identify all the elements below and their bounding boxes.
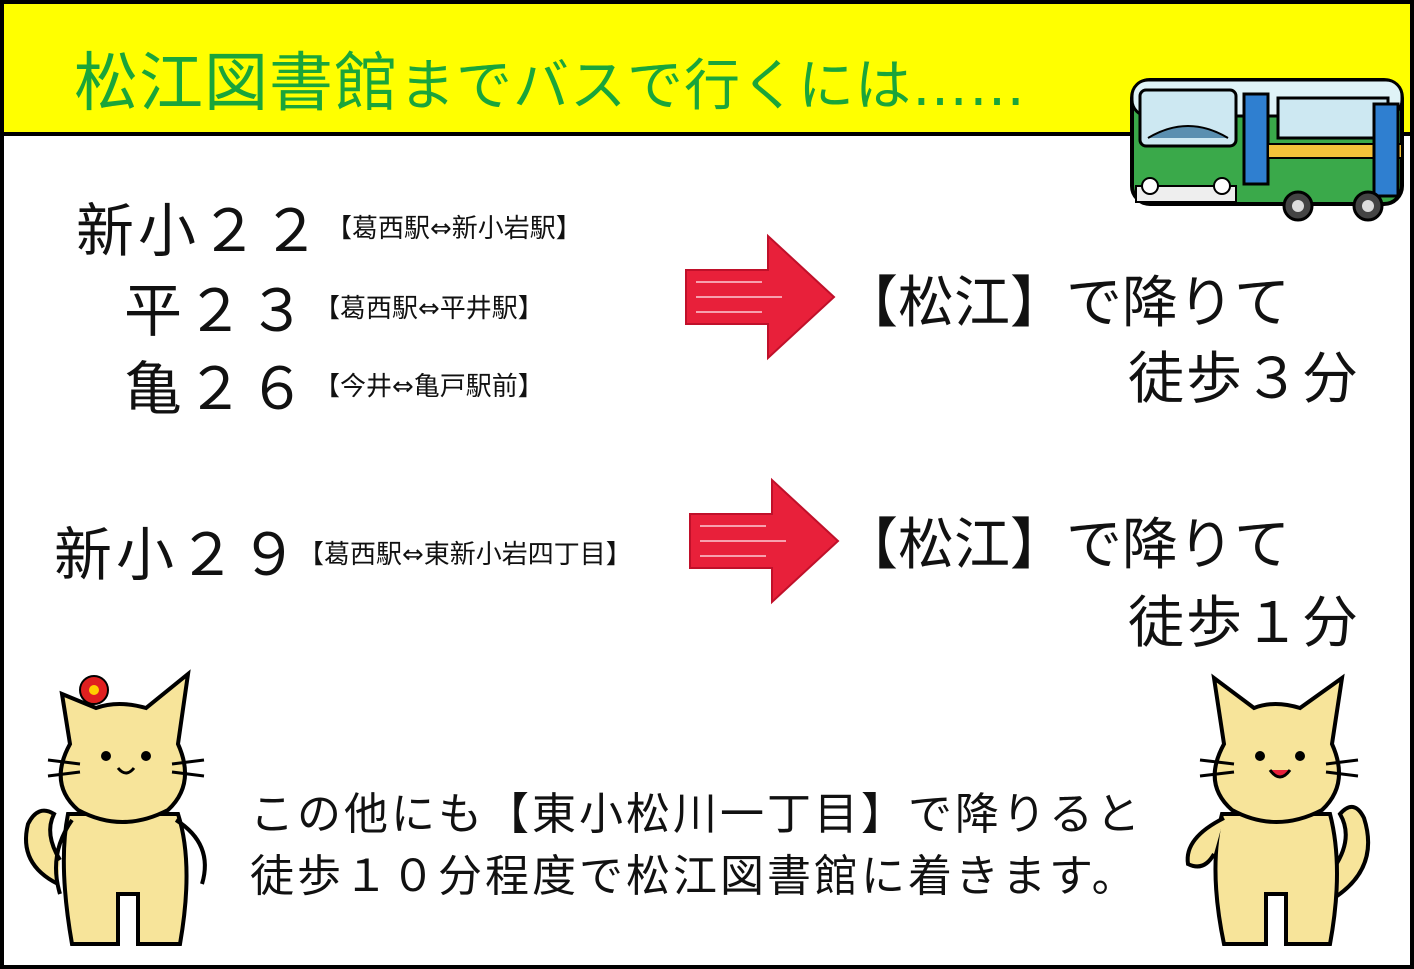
note-line: この他にも【東小松川一丁目】で降りると: [250, 789, 1143, 840]
cat-mascot-icon: [1185, 673, 1371, 946]
title-rest: までバスで行くには……: [399, 54, 1026, 119]
route-stops: 【葛西駅⇔平井駅】: [314, 294, 544, 324]
red-arrow-icon: [685, 233, 836, 361]
title-banner: 松江図書館までバスで行くには……: [4, 4, 1410, 136]
route-name: 新小２２: [76, 197, 325, 265]
cat-mascot-with-flower-icon: [24, 669, 207, 946]
bus-icon: [1130, 78, 1404, 222]
note-line: 徒歩１０分程度で松江図書館に着きます。: [250, 851, 1139, 902]
red-arrow-icon: [689, 477, 840, 605]
page-title: 松江図書館までバスで行くには……: [74, 32, 1026, 124]
route-name: 新小２９: [54, 521, 303, 589]
stop-label: 【松江】で降りて: [842, 513, 1290, 578]
route-stops: 【葛西駅⇔新小岩駅】: [326, 214, 582, 244]
route-stops: 【葛西駅⇔東新小岩四丁目】: [298, 540, 632, 570]
route-name: 亀２６: [124, 355, 311, 423]
walk-time: 徒歩１分: [1128, 591, 1360, 656]
title-main: 松江図書館: [74, 47, 399, 121]
route-stops: 【今井⇔亀戸駅前】: [314, 372, 544, 402]
walk-time: 徒歩３分: [1128, 347, 1360, 412]
route-name: 平２３: [124, 277, 311, 345]
stop-label: 【松江】で降りて: [842, 271, 1290, 336]
